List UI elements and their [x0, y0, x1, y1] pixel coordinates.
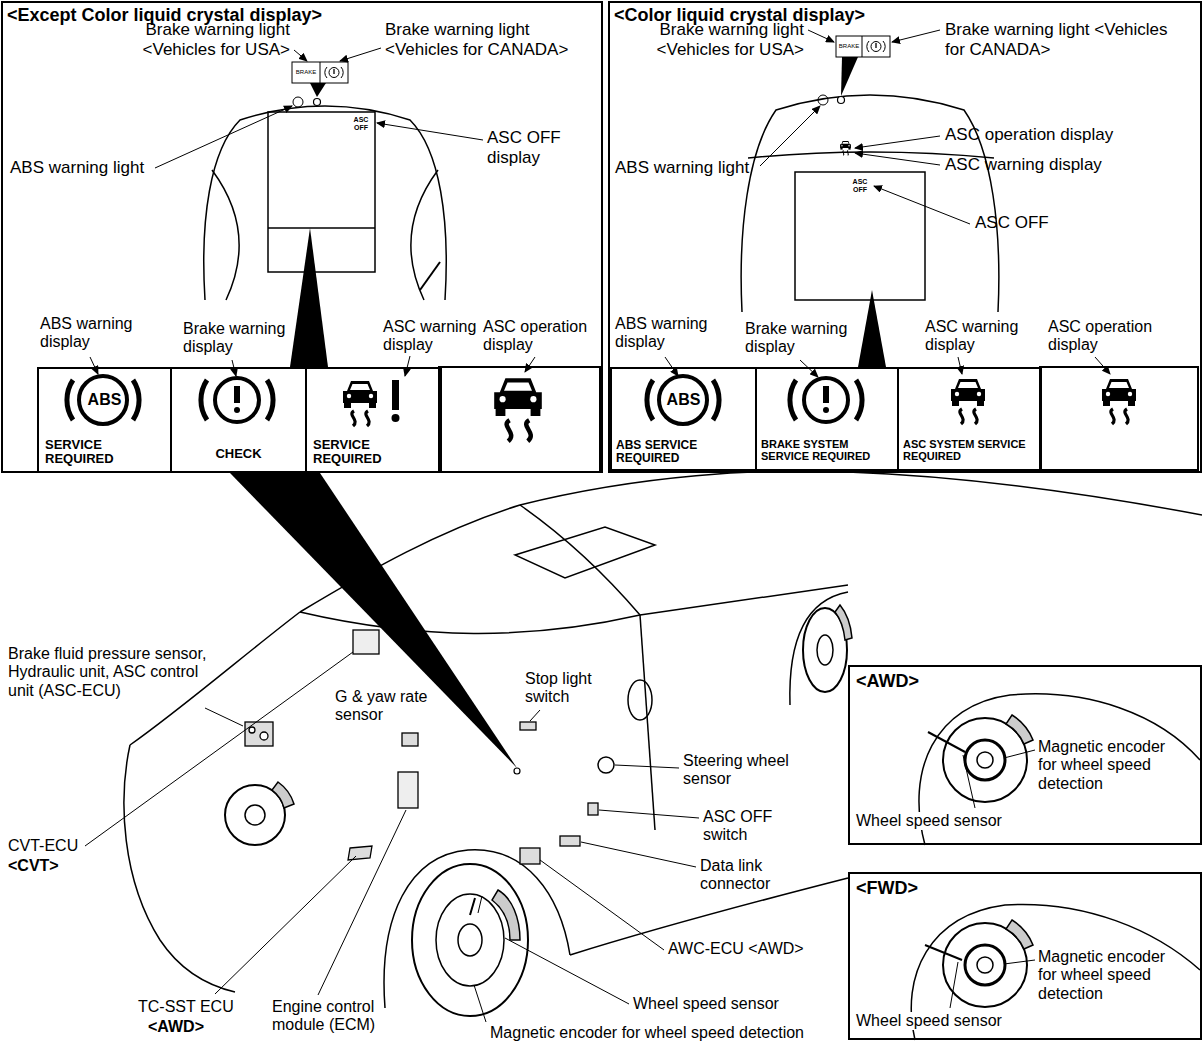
- display-caption: BRAKE SYSTEM SERVICE REQUIRED: [761, 439, 895, 462]
- variant-label: <AWD>: [148, 1018, 204, 1036]
- warning-display-cell: BRAKE SYSTEM SERVICE REQUIRED: [755, 367, 899, 471]
- warning-display-cell: ASC SYSTEM SERVICE REQUIRED: [897, 367, 1042, 471]
- warning-display-cell: ABS ABS SERVICE REQUIRED: [610, 367, 757, 471]
- callout-label: ASC OFF: [975, 213, 1049, 233]
- callout-label: ASC warning display: [383, 318, 498, 355]
- part-label: Magnetic encoder for wheel speed detecti…: [1038, 948, 1178, 1003]
- part-label: Brake fluid pressure sensor, Hydraulic u…: [8, 645, 223, 700]
- callout-label: ASC operation display: [1048, 318, 1168, 355]
- part-label: Engine control module (ECM): [272, 998, 397, 1035]
- callout-label: ABS warning light: [615, 158, 749, 178]
- warning-display-cell: CHECK: [170, 367, 307, 473]
- callout-label: ABS warning display: [40, 315, 160, 352]
- part-label: TC-SST ECU: [138, 998, 234, 1016]
- part-label: Magnetic encoder for wheel speed detecti…: [1038, 738, 1178, 793]
- variant-label: <CVT>: [8, 857, 59, 875]
- callout-label: Brake warning display: [183, 320, 303, 357]
- part-label: Wheel speed sensor: [856, 812, 1002, 830]
- display-panel: <Color liquid crystal display>ABSABS SER…: [608, 1, 1202, 473]
- lamp-text: BRAKE: [293, 69, 319, 76]
- callout-label: Brake warning light <Vehicles for USA>: [612, 20, 804, 59]
- part-label: Wheel speed sensor: [633, 995, 779, 1013]
- callout-label: ASC operation display: [945, 125, 1113, 145]
- display-caption: ABS SERVICE REQUIRED: [616, 439, 736, 464]
- display-caption: SERVICE REQUIRED: [313, 438, 408, 467]
- part-label: G & yaw rate sensor: [335, 688, 430, 725]
- part-label: ASC OFF switch: [703, 808, 783, 845]
- callout-label: ASC operation display: [483, 318, 598, 355]
- part-label: Stop light switch: [525, 670, 610, 707]
- callout-label: Brake warning light <Vehicles for CANADA…: [945, 20, 1175, 59]
- callout-label: ABS warning display: [615, 315, 735, 352]
- part-label: Steering wheel sensor: [683, 752, 803, 789]
- callout-label: Brake warning light <Vehicles for USA>: [75, 20, 290, 59]
- part-label: AWC-ECU <AWD>: [668, 940, 804, 958]
- part-label: Magnetic encoder for wheel speed detecti…: [490, 1024, 804, 1042]
- callout-label: Brake warning display: [745, 320, 865, 357]
- part-label: Data link connector: [700, 857, 790, 894]
- icon-text: ABS: [612, 390, 755, 410]
- callout-label: ASC OFF display: [487, 128, 597, 167]
- warning-display-cell: ABS SERVICE REQUIRED: [37, 367, 172, 473]
- icon-text: ABS: [39, 390, 170, 410]
- display-caption: ASC SYSTEM SERVICE REQUIRED: [903, 439, 1028, 462]
- inset-heading: <FWD>: [856, 878, 918, 899]
- display-caption: CHECK: [172, 447, 305, 461]
- callout-label: ASC warning display: [945, 155, 1102, 175]
- inset-heading: <AWD>: [856, 671, 919, 692]
- display-text: ASC OFF: [849, 178, 871, 194]
- warning-display-cell: SERVICE REQUIRED: [305, 367, 442, 473]
- callout-label: ASC warning display: [925, 318, 1040, 355]
- display-caption: SERVICE REQUIRED: [45, 438, 140, 467]
- lamp-text: BRAKE: [837, 43, 861, 50]
- display-text: ASC OFF: [350, 116, 372, 132]
- part-label: Wheel speed sensor: [856, 1012, 1002, 1030]
- part-label: CVT-ECU: [8, 837, 78, 855]
- callout-label: ABS warning light: [10, 158, 144, 178]
- callout-label: Brake warning light <Vehicles for CANADA…: [385, 20, 600, 59]
